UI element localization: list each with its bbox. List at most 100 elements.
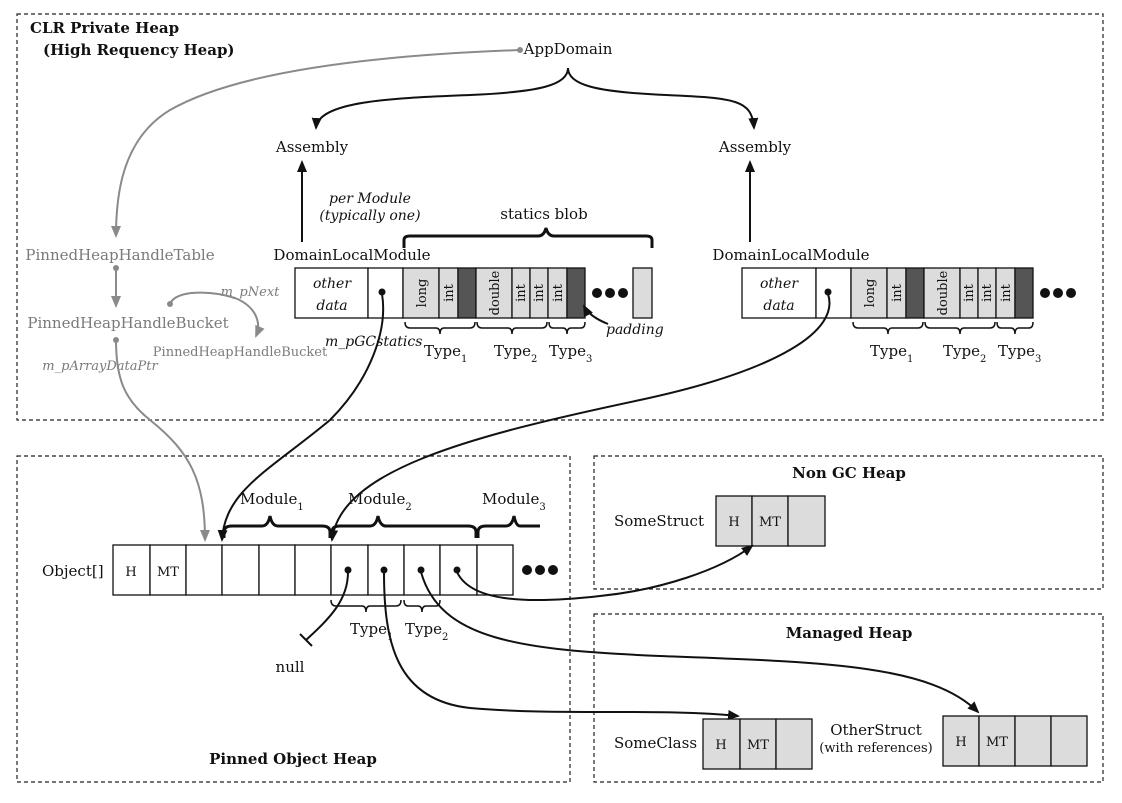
- appdomain-to-handle-table-arrow: [111, 47, 523, 238]
- ellipsis-dot: [522, 565, 532, 575]
- header-cell: [715, 495, 753, 547]
- otherstruct-sublabel: (with references): [819, 741, 933, 756]
- field-cell: [787, 495, 826, 547]
- padding-cell: [566, 267, 586, 319]
- header-cell: [702, 718, 741, 770]
- padding-cell: [1014, 267, 1034, 319]
- other-text: other: [760, 276, 799, 292]
- object-array-label: Object[]: [42, 562, 104, 580]
- type2-label-array: Type2: [405, 620, 448, 643]
- double-text: double: [488, 270, 503, 315]
- appdomain-to-assembly-right-arrow: [567, 67, 759, 130]
- gcstatics-pointer-cell: [367, 267, 404, 319]
- ellipsis-dot: [548, 565, 558, 575]
- m-pnext-label: m_pNext: [221, 285, 281, 300]
- gcstatics-pointer-cell: [815, 267, 852, 319]
- module2-brace: [330, 515, 478, 538]
- int-text: int: [999, 283, 1014, 302]
- per-module-label: per Module: [329, 191, 411, 207]
- padding-arrow: [583, 304, 609, 325]
- long-cell: [402, 267, 440, 319]
- array-to-somestruct-arrow: [456, 544, 754, 602]
- appdomain-to-assembly-left-arrow: [311, 67, 569, 130]
- field-cell: [1014, 715, 1052, 767]
- ellipsis-dot: [605, 288, 615, 298]
- somestruct-object: H MT: [715, 495, 826, 547]
- int-text: int: [962, 283, 977, 302]
- ellipsis-dot: [1040, 288, 1050, 298]
- type1-label-right: Type1: [870, 342, 913, 365]
- bucket-to-object-array-arrow: [113, 337, 210, 542]
- mt-text: MT: [157, 565, 179, 580]
- mt-text: MT: [759, 515, 781, 530]
- m-parraydataptr-label: m_pArrayDataPtr: [42, 359, 158, 374]
- field-cell: [775, 718, 813, 770]
- pinned-heap-handle-bucket-label: PinnedHeapHandleBucket: [27, 314, 228, 332]
- clr-private-heap-subtitle: (High Requency Heap): [43, 41, 235, 59]
- managed-heap-title: Managed Heap: [786, 624, 913, 642]
- left-gcstatics-to-module1-arrow: [217, 293, 385, 542]
- int-text: int: [551, 283, 566, 302]
- int-text: int: [442, 283, 457, 302]
- module2-label: Module2: [348, 490, 412, 513]
- pinned-heap-handle-table-label: PinnedHeapHandleTable: [25, 246, 214, 264]
- h-text: H: [125, 565, 136, 580]
- array-cell: [294, 544, 332, 596]
- pinned-heap-handle-bucket-next-label: PinnedHeapHandleBucket: [153, 345, 328, 360]
- h-text: H: [715, 738, 726, 753]
- array-pointer-dot: [417, 566, 425, 574]
- assembly-left-label: Assembly: [275, 138, 349, 156]
- long-text: long: [415, 279, 430, 308]
- object-array: H MT: [112, 544, 558, 596]
- array-to-null-line: [305, 571, 349, 641]
- double-text: double: [936, 270, 951, 315]
- non-gc-heap-title: Non GC Heap: [792, 464, 906, 482]
- array-cell: [258, 544, 296, 596]
- dlm-left-label: DomainLocalModule: [273, 246, 430, 264]
- clr-private-heap-region: [16, 13, 1104, 421]
- type3-brace-left: [548, 321, 586, 335]
- null-terminator: [299, 633, 313, 647]
- padding-cell: [457, 267, 477, 319]
- dlm-left-row: other data long int double int int int: [294, 267, 653, 319]
- type3-brace-right: [996, 321, 1034, 335]
- somestruct-label: SomeStruct: [614, 512, 704, 530]
- h-text: H: [955, 735, 966, 750]
- other-data-cell: [741, 267, 817, 319]
- mt-text: MT: [986, 735, 1008, 750]
- type2-brace-right: [924, 321, 996, 335]
- statics-blob-brace: [402, 227, 654, 248]
- padding-label: padding: [606, 322, 664, 338]
- trailing-cell: [632, 267, 653, 319]
- array-to-otherstruct-arrow: [420, 571, 980, 714]
- module3-label: Module3: [482, 490, 546, 513]
- type2-label-left: Type2: [494, 342, 537, 365]
- other-text: other: [313, 276, 352, 292]
- ellipsis-dot: [1066, 288, 1076, 298]
- header-cell: [942, 715, 980, 767]
- type2-label-right: Type2: [943, 342, 986, 365]
- data-text: data: [763, 298, 794, 314]
- mt-text: MT: [747, 738, 769, 753]
- array-pointer-dot: [453, 566, 461, 574]
- type3-label-left: Type3: [549, 342, 592, 365]
- module1-brace: [222, 515, 332, 538]
- type1-label-left: Type1: [424, 342, 467, 365]
- pinned-object-heap-region: [16, 455, 571, 783]
- long-text: long: [863, 279, 878, 308]
- method-table-cell: [978, 715, 1016, 767]
- clr-private-heap-title: CLR Private Heap: [30, 19, 179, 37]
- type3-label-right: Type3: [998, 342, 1041, 365]
- int-text: int: [890, 283, 905, 302]
- ellipsis-dot: [618, 288, 628, 298]
- bucket-next-arrow: [167, 291, 265, 338]
- array-cell: [476, 544, 514, 596]
- h-text: H: [728, 515, 739, 530]
- statics-blob-label: statics blob: [500, 205, 587, 223]
- array-pointer-dot: [344, 566, 352, 574]
- method-table-cell: [751, 495, 789, 547]
- array-to-someclass-arrow: [383, 571, 740, 720]
- other-data-cell: [294, 267, 369, 319]
- someclass-object: H MT: [702, 718, 813, 770]
